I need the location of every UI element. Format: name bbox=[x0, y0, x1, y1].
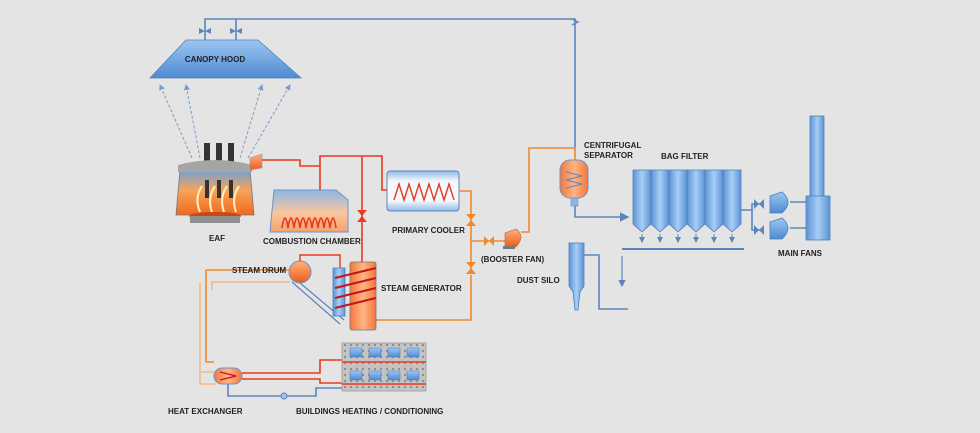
combustion-chamber: COMBUSTION CHAMBER bbox=[262, 159, 361, 246]
valve-icon bbox=[484, 236, 494, 246]
building-supply-pipes bbox=[227, 359, 342, 397]
steam-generator-label: STEAM GENERATOR bbox=[381, 284, 462, 293]
dust-silo: DUST SILO bbox=[517, 242, 628, 311]
booster-fan: (BOOSTER FAN) bbox=[481, 228, 544, 264]
pump-icon bbox=[280, 392, 288, 400]
booster-fan-label: (BOOSTER FAN) bbox=[481, 255, 544, 264]
valve-icon bbox=[466, 214, 476, 226]
centrifugal-separator-label-2: SEPARATOR bbox=[584, 151, 633, 160]
fume-flow-arrows bbox=[159, 84, 291, 159]
valve-icon bbox=[199, 28, 211, 34]
canopy-hood: CANOPY HOOD bbox=[149, 39, 303, 79]
separator-to-filter-duct bbox=[574, 206, 630, 222]
valve-icon bbox=[466, 262, 476, 274]
valve-icon bbox=[230, 28, 242, 34]
main-fans-label: MAIN FANS bbox=[778, 249, 823, 258]
eaf-label: EAF bbox=[209, 234, 225, 243]
primary-cooler: PRIMARY COOLER bbox=[386, 170, 465, 235]
heat-exchanger-label: HEAT EXCHANGER bbox=[168, 407, 243, 416]
cooled-gas-duct bbox=[459, 147, 576, 270]
exhaust-stack bbox=[805, 115, 831, 241]
combustion-chamber-label: COMBUSTION CHAMBER bbox=[263, 237, 361, 246]
centrifugal-separator-label-1: CENTRIFUGAL bbox=[584, 141, 641, 150]
bag-filter: BAG FILTER bbox=[618, 152, 744, 288]
buildings-heating-block: BUILDINGS HEATING / CONDITIONING bbox=[296, 342, 443, 416]
filter-to-fans-duct bbox=[741, 203, 764, 231]
steam-drum: STEAM DRUM bbox=[232, 254, 345, 325]
steam-generator: STEAM GENERATOR bbox=[332, 261, 462, 331]
top-blue-duct bbox=[199, 18, 580, 148]
canopy-hood-label: CANOPY HOOD bbox=[185, 55, 246, 64]
hot-gas-duct bbox=[319, 155, 394, 262]
eaf-furnace: EAF bbox=[175, 143, 263, 243]
centrifugal-separator: CENTRIFUGAL SEPARATOR bbox=[559, 141, 641, 207]
main-fans: MAIN FANS bbox=[769, 191, 823, 258]
bag-filter-label: BAG FILTER bbox=[661, 152, 709, 161]
heat-exchanger: HEAT EXCHANGER bbox=[168, 367, 243, 416]
dust-silo-label: DUST SILO bbox=[517, 276, 560, 285]
valve-icon bbox=[357, 210, 367, 222]
steam-drum-label: STEAM DRUM bbox=[232, 266, 287, 275]
primary-cooler-label: PRIMARY COOLER bbox=[392, 226, 465, 235]
valve-icon bbox=[754, 225, 764, 235]
valve-icon bbox=[754, 199, 764, 209]
buildings-heating-label: BUILDINGS HEATING / CONDITIONING bbox=[296, 407, 443, 416]
